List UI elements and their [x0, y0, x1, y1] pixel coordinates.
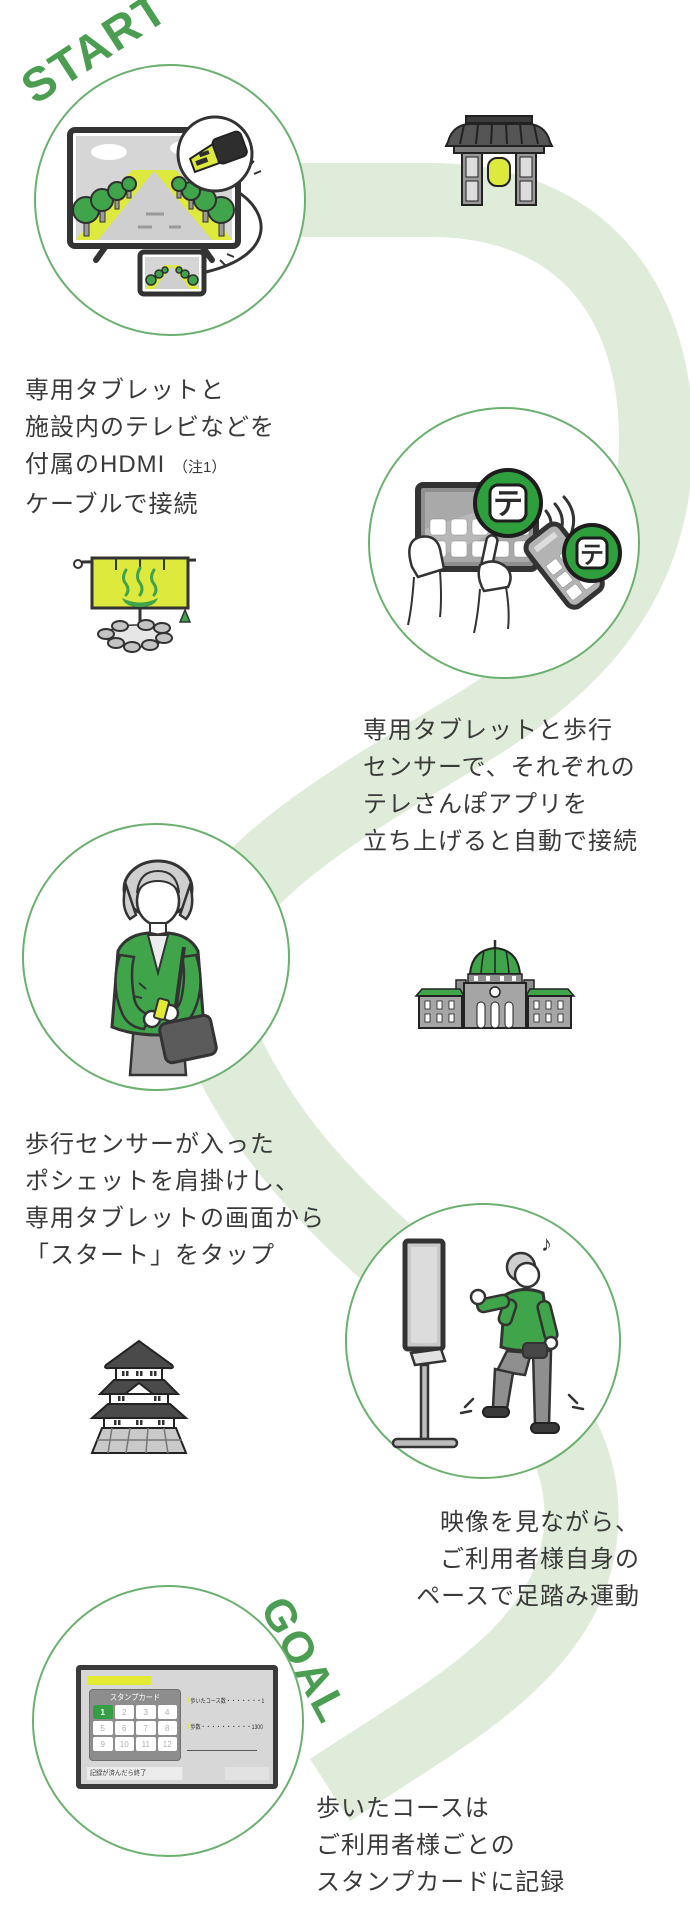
caption-line: 「スタート」をタップ: [25, 1242, 275, 1269]
caption-line: 映像を見ながら、: [440, 1509, 640, 1536]
hdmi-plug-zoom-bubble: [176, 115, 254, 193]
screen-divider: [187, 1750, 257, 1751]
caption-line: テレさんぽアプリを: [363, 791, 588, 818]
stamp-grid: 1 2 3 4 5 6 7 8 9 10 11 12: [93, 1705, 177, 1751]
temple-gate-icon: [444, 115, 554, 206]
caption-line: 歩行センサーが入った: [25, 1131, 275, 1158]
course-count-row: 歩いたコース数・・・・・・・1: [187, 1696, 264, 1705]
caption-line: 付属のHDMI （注1）: [25, 446, 275, 486]
stamp-card-panel: スタンプカード 1 2 3 4 5 6 7 8 9 10 11 12: [89, 1689, 181, 1761]
step2-circle-auto-connect: テ テ: [368, 407, 640, 679]
stamp-cell: 11: [136, 1737, 156, 1751]
row-dots: ・・・・・・・・・・: [200, 1725, 252, 1731]
row-marker: [187, 1697, 189, 1703]
step-emphasis-marks: [459, 1393, 585, 1415]
step4-circle-stepping: ♪: [345, 1203, 621, 1479]
step5-circle-stamp-card: スタンプカード 1 2 3 4 5 6 7 8 9 10 11 12 歩いたコー…: [32, 1585, 304, 1857]
stamp-cell: 1: [93, 1705, 113, 1719]
footnote-marker: （注1）: [173, 459, 227, 476]
step3-caption: 歩行センサーが入った ポシェットを肩掛けし、 専用タブレットの画面から 「スター…: [25, 1126, 325, 1274]
step3-circle-wear-sensor: [22, 823, 290, 1091]
row-label: 歩数: [190, 1725, 201, 1731]
caption-line: ご利用者様ごとの: [316, 1832, 516, 1859]
person-pochette-illustration: [110, 859, 218, 1077]
caption-line: ポシェットを肩掛けし、: [25, 1168, 300, 1195]
badge-letter: テ: [580, 542, 604, 569]
stepping-illustration: ♪: [391, 1231, 585, 1449]
floor-display: [391, 1238, 459, 1449]
screen-footer-button: [225, 1767, 269, 1780]
caption-line: 立ち上げると自動で接続: [363, 828, 638, 855]
badge-letter: テ: [493, 488, 523, 521]
caption-line: 専用タブレットと歩行: [363, 717, 613, 744]
tv-hdmi-illustration: [67, 115, 263, 297]
stamp-card-title: スタンプカード: [109, 1693, 161, 1702]
step-count-row: 歩数・・・・・・・・・・1300: [187, 1722, 263, 1731]
app-badge-tablet: テ: [473, 468, 543, 538]
caption-line: ペースで足踏み運動: [416, 1583, 640, 1610]
pochette-bag: [158, 1013, 218, 1065]
screen-highlight-bar: [87, 1676, 151, 1685]
step1-caption: 専用タブレットと 施設内のテレビなどを 付属のHDMI （注1） ケーブルで接続: [25, 372, 275, 523]
stamp-cell: 7: [136, 1721, 156, 1735]
row-dots: ・・・・・・・: [225, 1699, 262, 1705]
stamp-cell: 4: [157, 1705, 177, 1719]
step1-circle-hdmi-connection: [34, 64, 306, 336]
music-note-icon: ♪: [541, 1231, 552, 1256]
stamp-cell: 8: [157, 1721, 177, 1735]
left-hand: [407, 535, 446, 626]
tablet-sensor-illustration: テ テ: [407, 468, 622, 634]
stamp-cell: 2: [114, 1705, 134, 1719]
stamp-cell: 10: [114, 1737, 134, 1751]
app-badge-sensor: テ: [562, 523, 622, 583]
caption-line: ご利用者様自身の: [440, 1546, 640, 1573]
right-hand: [473, 534, 512, 634]
onsen-icon: [73, 556, 197, 653]
caption-line: 施設内のテレビなどを: [25, 414, 275, 441]
caption-text: 付属のHDMI: [25, 451, 166, 478]
stamp-cell: 9: [93, 1737, 113, 1751]
stepping-person: ♪: [459, 1231, 585, 1434]
caption-line: スタンプカードに記録: [316, 1869, 566, 1896]
caption-line: 専用タブレットと: [25, 377, 225, 404]
step4-caption: 映像を見ながら、 ご利用者様自身の ペースで足踏み運動: [416, 1504, 640, 1615]
trees: [72, 176, 235, 237]
screen-footer-text: 記録が済んだら終了: [87, 1767, 183, 1780]
step5-caption: 歩いたコースは ご利用者様ごとの スタンプカードに記録: [316, 1790, 565, 1901]
row-value: 1: [261, 1699, 265, 1705]
stamp-cell: 6: [114, 1721, 134, 1735]
tablet-mirroring-tv: [137, 249, 207, 297]
caption-line: センサーで、それぞれの: [363, 754, 636, 781]
hdmi-plug-icon: [188, 130, 248, 174]
stamp-cell: 12: [157, 1737, 177, 1751]
sensor-in-hand: [153, 997, 170, 1021]
caption-line: 歩いたコースは: [316, 1795, 490, 1822]
waist-sensor-bag: [522, 1342, 548, 1359]
caption-line: ケーブルで接続: [25, 491, 199, 518]
step2-caption: 専用タブレットと歩行 センサーで、それぞれの テレさんぽアプリを 立ち上げると自…: [363, 712, 638, 860]
castle-icon: [89, 1339, 189, 1454]
stamp-cell: 5: [93, 1721, 113, 1735]
dome-hall-icon: [414, 940, 576, 1029]
stamp-cell: 3: [136, 1705, 156, 1719]
row-marker: [187, 1723, 189, 1729]
row-label: 歩いたコース数: [190, 1699, 226, 1705]
row-value: 1300: [251, 1725, 263, 1731]
caption-line: 専用タブレットの画面から: [25, 1205, 325, 1232]
stamp-card-screen: スタンプカード 1 2 3 4 5 6 7 8 9 10 11 12 歩いたコー…: [76, 1665, 278, 1789]
